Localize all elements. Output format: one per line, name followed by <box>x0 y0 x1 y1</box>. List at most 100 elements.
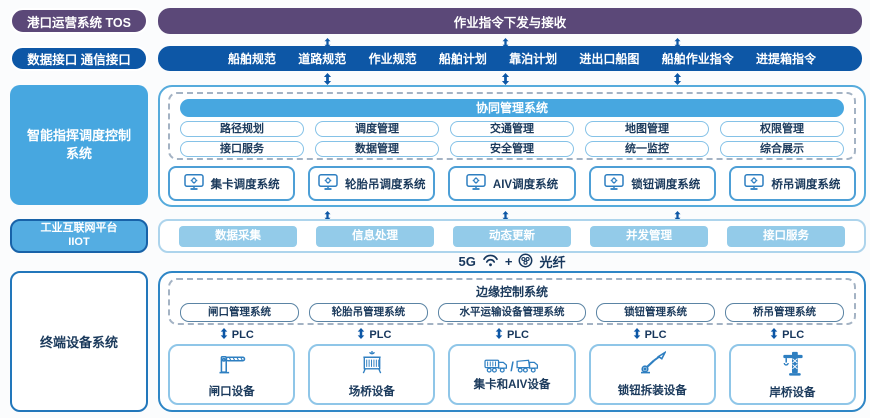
collab-row-2: 接口服务数据管理安全管理统一监控综合展示 <box>180 141 844 157</box>
truck-aiv-icon: / <box>484 358 540 374</box>
robot-arm-icon <box>638 350 668 380</box>
interface-item: 船舶规范 <box>228 52 277 66</box>
collab-module: 权限管理 <box>720 121 844 137</box>
interface-item: 船舶作业指令 <box>661 52 734 66</box>
dispatch-system-label: 桥吊调度系统 <box>771 178 841 191</box>
monitor-gear-icon <box>318 174 338 193</box>
plc-links-row: PLC PLC PLC PLC PLC <box>168 327 856 342</box>
plc-label: PLC <box>231 328 254 341</box>
double-arrow-icon <box>500 72 511 90</box>
dispatch-system-label: AIV调度系统 <box>492 178 559 191</box>
edge-system-box: 闸口管理系统 <box>180 303 299 322</box>
terminal-equipment-label: 终端设备系统 <box>10 271 148 412</box>
iiot-label-line2: IIOT <box>68 236 90 248</box>
double-arrow-icon <box>357 327 365 342</box>
plc-link: PLC <box>718 327 856 342</box>
device-label: 锁钮拆装设备 <box>617 385 687 397</box>
wifi-icon <box>482 254 499 270</box>
plc-label: PLC <box>644 328 667 341</box>
fiber-label: 光纤 <box>539 255 566 270</box>
plc-link: PLC <box>168 327 306 342</box>
iiot-service: 信息处理 <box>316 225 434 247</box>
collab-module: 安全管理 <box>450 141 574 157</box>
dispatch-system-box: 集卡调度系统 <box>168 166 296 201</box>
plc-label: PLC <box>782 328 805 341</box>
double-arrow-icon <box>672 208 683 226</box>
interface-item: 船舶计划 <box>438 52 487 66</box>
plc-label: PLC <box>506 328 529 341</box>
monitor-gear-icon <box>466 174 486 193</box>
iiot-label-line1: 工业互联网平台 <box>40 222 118 235</box>
double-arrow-icon <box>322 35 333 53</box>
monitor-gear-icon <box>183 174 204 193</box>
collab-row-1: 路径规划调度管理交通管理地图管理权限管理 <box>180 121 844 137</box>
collab-module: 地图管理 <box>585 121 709 137</box>
plus-label: + <box>504 254 513 269</box>
dispatch-system-label: 轮胎吊调度系统 <box>345 178 426 191</box>
5g-label: 5G <box>458 254 476 269</box>
dispatch-systems-row: 集卡调度系统 轮胎吊调度系统 AIV调度系统 锁钮调度系统 桥吊调度系统 <box>168 166 857 201</box>
iiot-platform-label: 工业互联网平台 IIOT <box>10 219 148 253</box>
devices-row: 闸口设备 场桥设备 / 集卡和AIV设备 锁钮拆装设备 岸桥设备 <box>168 344 857 405</box>
iiot-service: 接口服务 <box>727 225 845 247</box>
edge-control-header: 边缘控制系统 <box>475 285 548 299</box>
dispatch-system-label: 锁钮调度系统 <box>631 178 701 191</box>
collab-management-group: 协同管理系统 路径规划调度管理交通管理地图管理权限管理 接口服务数据管理安全管理… <box>168 92 856 160</box>
device-label: 闸口设备 <box>208 385 255 398</box>
double-arrow-icon <box>322 72 333 90</box>
fiber-icon <box>518 253 533 271</box>
iiot-services-container: 数据采集信息处理动态更新并发管理接口服务 <box>158 219 866 253</box>
iiot-service: 数据采集 <box>179 225 297 247</box>
device-box: 锁钮拆装设备 <box>588 344 716 405</box>
collab-module: 综合展示 <box>720 141 844 157</box>
collab-module: 统一监控 <box>585 141 709 157</box>
device-box: 岸桥设备 <box>728 344 857 405</box>
device-label: 岸桥设备 <box>769 386 816 399</box>
dispatch-system-box: 锁钮调度系统 <box>588 166 716 201</box>
edge-system-box: 轮胎吊管理系统 <box>308 303 428 322</box>
device-label: 场桥设备 <box>348 386 395 398</box>
device-label: 集卡和AIV设备 <box>473 378 551 391</box>
collab-module: 调度管理 <box>315 121 439 137</box>
double-arrow-icon <box>770 327 778 342</box>
dispatch-control-system-label: 智能指挥调度控制系统 <box>10 85 148 205</box>
collab-module: 数据管理 <box>315 141 439 157</box>
interface-item: 靠泊计划 <box>509 52 558 66</box>
interface-item: 进出口船图 <box>579 52 640 66</box>
edge-system-box: 桥吊管理系统 <box>725 303 844 322</box>
gate-barrier-icon <box>217 351 247 381</box>
edge-system-box: 锁钮管理系统 <box>596 303 716 322</box>
yard-crane-icon <box>357 350 387 381</box>
interface-items-bar: 船舶规范道路规范作业规范船舶计划靠泊计划进出口船图船舶作业指令进提箱指令 <box>158 46 862 71</box>
double-arrow-icon <box>500 35 511 53</box>
quay-crane-icon <box>779 350 805 382</box>
collab-system-header: 协同管理系统 <box>180 99 844 117</box>
dispatch-system-box: 桥吊调度系统 <box>728 166 857 201</box>
double-arrow-icon <box>633 327 641 342</box>
plc-link: PLC <box>581 327 719 342</box>
iiot-service: 并发管理 <box>590 225 708 247</box>
edge-system-box: 水平运输设备管理系统 <box>437 303 587 322</box>
interface-item: 道路规范 <box>298 52 347 66</box>
slash-separator: / <box>510 358 514 374</box>
device-box: 闸口设备 <box>168 344 296 405</box>
edge-control-group: 边缘控制系统 闸口管理系统轮胎吊管理系统水平运输设备管理系统锁钮管理系统桥吊管理… <box>168 278 856 325</box>
device-box: 场桥设备 <box>308 344 436 405</box>
plc-link: PLC <box>443 327 581 342</box>
device-box: / 集卡和AIV设备 <box>448 344 576 405</box>
job-command-bar: 作业指令下发与接收 <box>158 8 862 34</box>
monitor-gear-icon <box>604 174 624 193</box>
collab-module: 交通管理 <box>450 121 574 137</box>
iiot-service: 动态更新 <box>453 225 571 247</box>
data-interface-label: 数据接口 通信接口 <box>10 46 148 71</box>
collab-module: 接口服务 <box>180 141 304 157</box>
double-arrow-icon <box>495 327 503 342</box>
dispatch-system-box: AIV调度系统 <box>448 166 576 201</box>
dispatch-section-container: 协同管理系统 路径规划调度管理交通管理地图管理权限管理 接口服务数据管理安全管理… <box>158 85 866 207</box>
monitor-gear-icon <box>744 174 765 193</box>
double-arrow-icon <box>672 72 683 90</box>
network-link-row: 5G + 光纤 <box>158 253 866 270</box>
dispatch-system-box: 轮胎吊调度系统 <box>308 166 436 201</box>
double-arrow-icon <box>500 208 511 226</box>
